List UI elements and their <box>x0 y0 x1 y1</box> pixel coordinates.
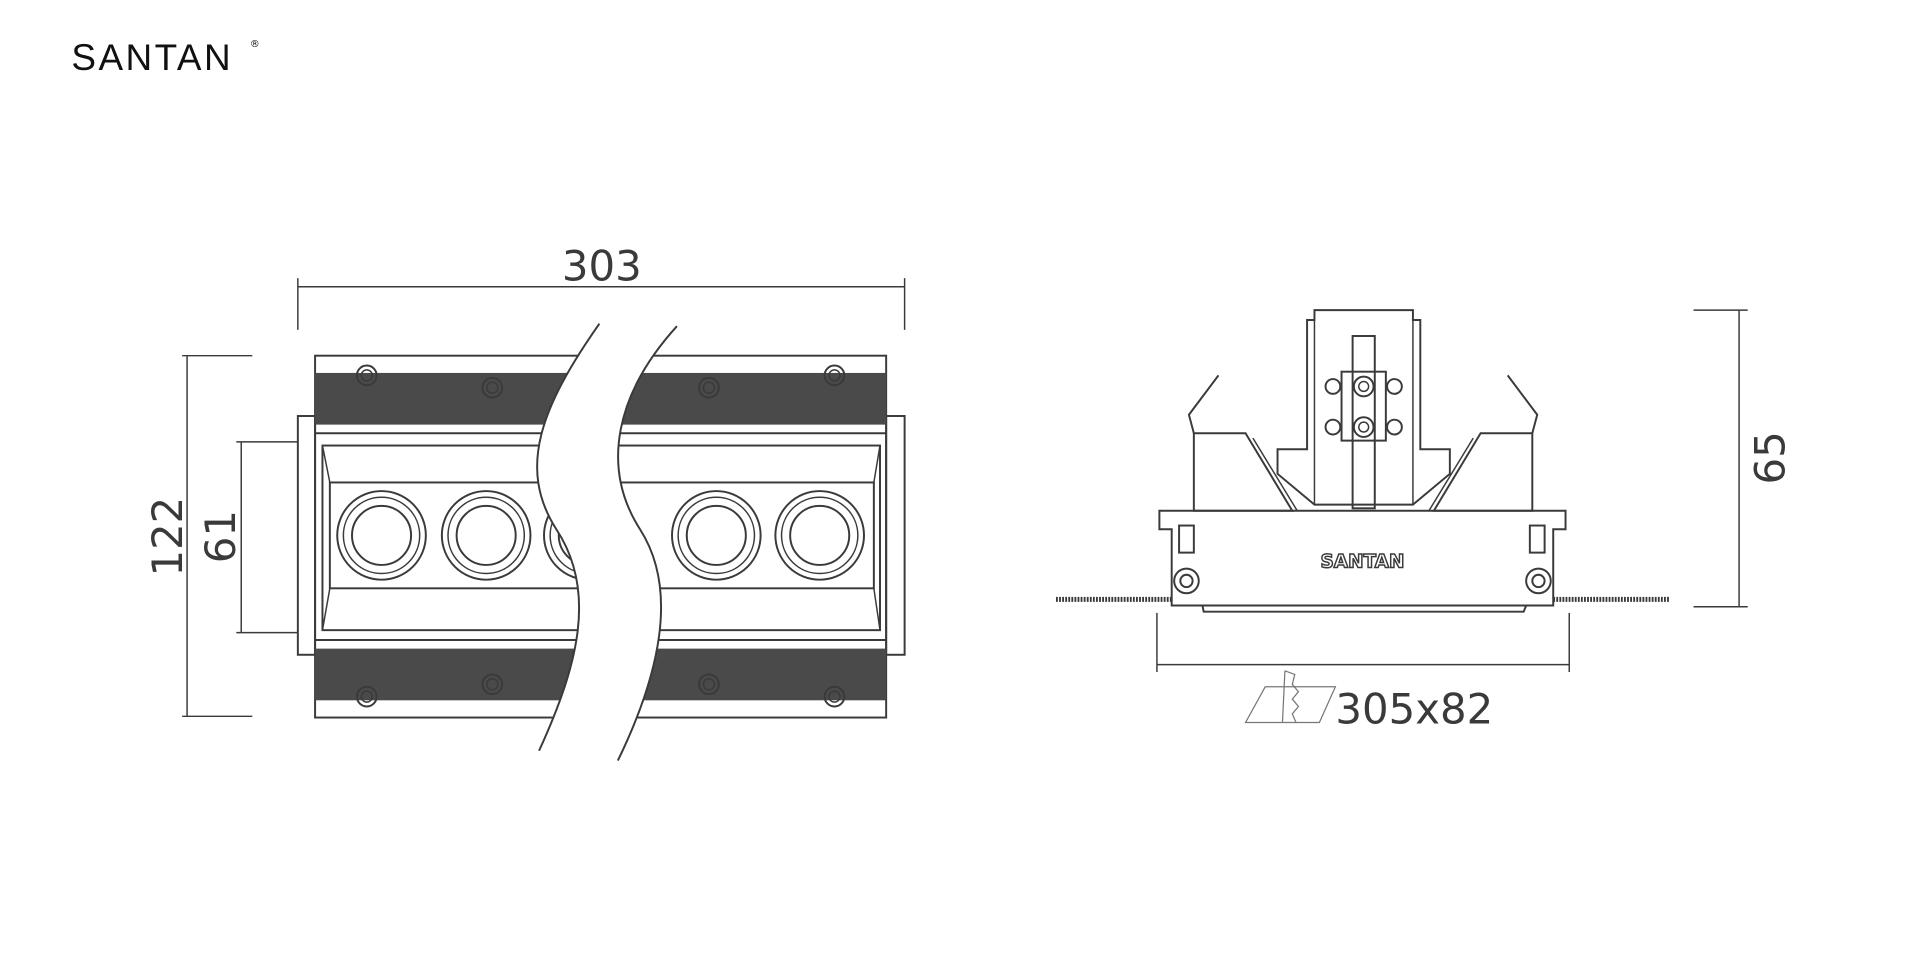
break-mark <box>537 323 677 761</box>
brand-logo: SANTAN ® <box>71 37 259 78</box>
cutout-label: 305x82 <box>1335 685 1493 734</box>
screw <box>698 673 720 696</box>
saw-cutout-icon <box>1244 670 1337 724</box>
depth-label: 65 <box>1746 431 1795 484</box>
lens <box>671 490 762 581</box>
height-label: 122 <box>143 497 192 577</box>
screw <box>698 376 720 399</box>
cutout-dimension: 305x82 <box>1156 612 1570 734</box>
side-view: SANTAN 305x82 65 <box>1056 309 1795 734</box>
screw <box>823 364 846 387</box>
housing-brand-label: SANTAN <box>1321 551 1405 572</box>
front-view: 303 122 61 <box>143 242 906 762</box>
lens <box>774 490 865 581</box>
logo-text: SANTAN <box>71 37 233 78</box>
depth-dimension: 65 <box>1693 309 1795 608</box>
screw <box>823 685 846 708</box>
clamp <box>1340 370 1387 442</box>
registered-mark: ® <box>250 39 260 50</box>
screw <box>355 685 378 708</box>
inner-height-label: 61 <box>196 510 245 563</box>
width-label: 303 <box>562 242 642 291</box>
screw <box>481 376 504 399</box>
lens <box>440 490 532 581</box>
lens <box>336 490 427 581</box>
width-dimension: 303 <box>297 242 906 330</box>
inner-height-dimension: 61 <box>196 441 298 634</box>
screw <box>481 673 504 696</box>
screw <box>355 364 378 387</box>
height-dimension: 122 <box>143 354 253 718</box>
